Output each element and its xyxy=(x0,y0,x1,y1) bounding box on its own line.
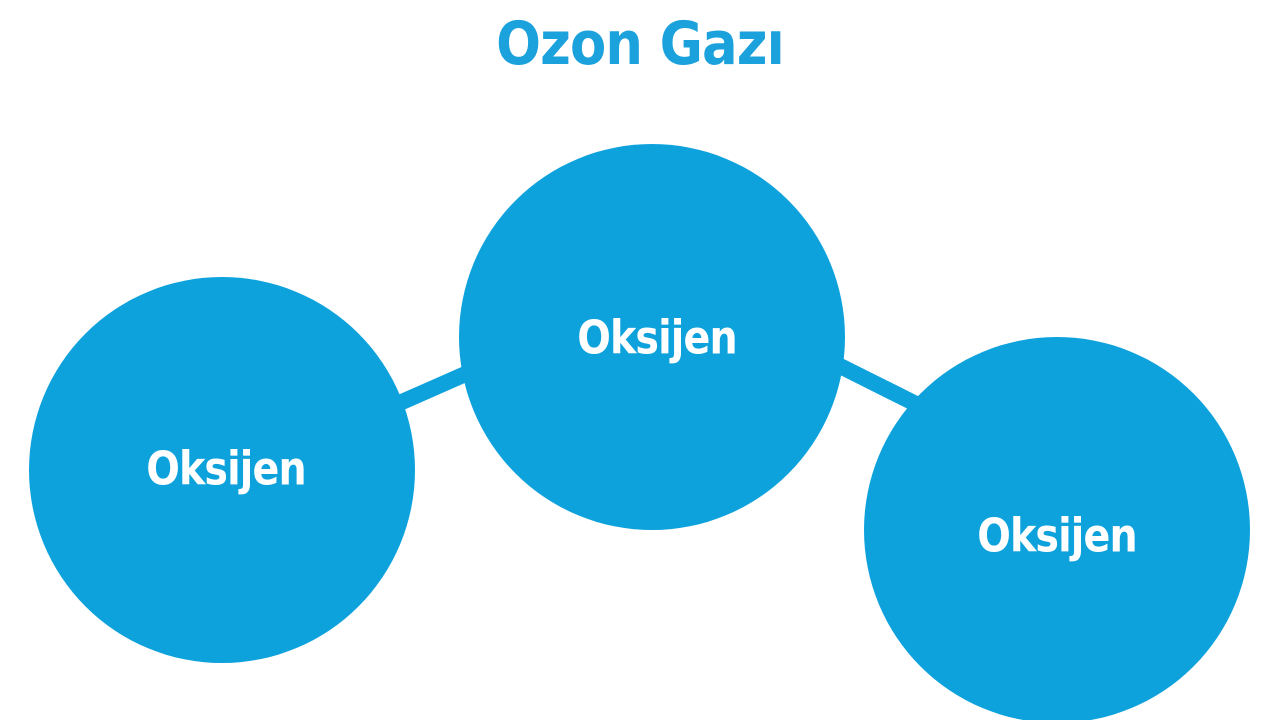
bonds-group xyxy=(391,357,922,413)
atom-left: Oksijen xyxy=(29,277,415,663)
diagram-title: Ozon Gazı xyxy=(496,9,785,79)
atom-right-circle xyxy=(864,337,1250,720)
atom-center-circle xyxy=(459,144,845,530)
atom-left-label: Oksijen xyxy=(146,443,306,497)
atoms-group: Oksijen Oksijen Oksijen xyxy=(29,144,1250,720)
bond-center-right xyxy=(834,357,922,413)
bond-left-center xyxy=(391,364,474,413)
atom-right-label: Oksijen xyxy=(977,510,1137,564)
atom-center-label: Oksijen xyxy=(577,312,737,366)
atom-left-circle xyxy=(29,277,415,663)
atom-right: Oksijen xyxy=(864,337,1250,720)
atom-center: Oksijen xyxy=(459,144,845,530)
